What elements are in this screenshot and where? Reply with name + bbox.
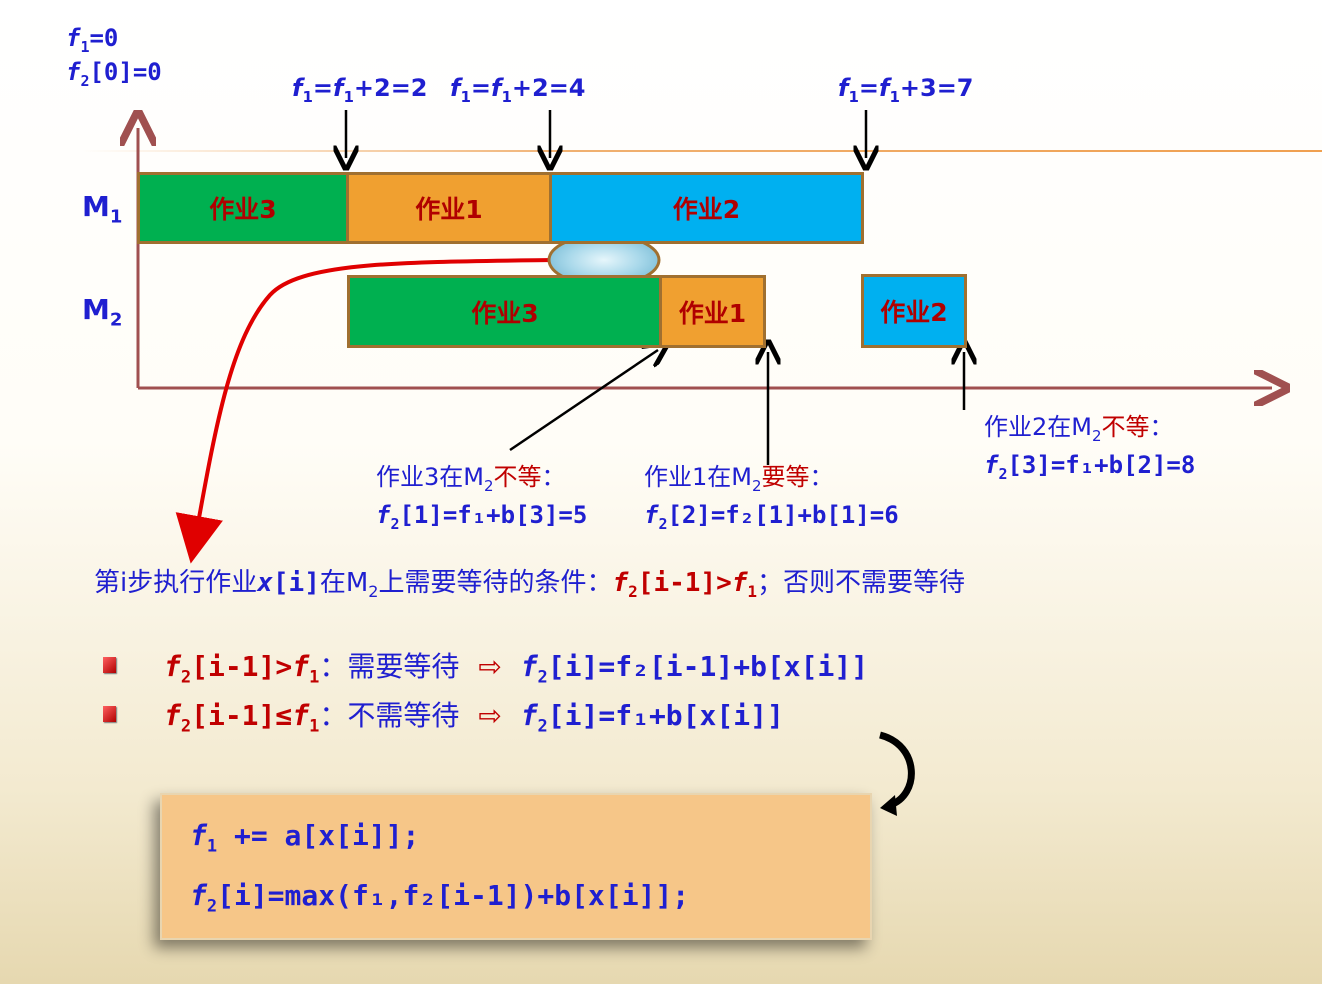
bullet-icon [103, 706, 116, 722]
note-job2: 作业2在M2不等： f2[3]=f₁+b[2]=8 [984, 413, 1196, 483]
m2-job2-bar: 作业2 [861, 274, 967, 348]
machine-label-m1: M1 [82, 190, 123, 228]
arrow-right-icon: ⇨ [478, 650, 502, 683]
event-label-1: f1=f1+2=2 [292, 74, 428, 106]
m1-job2-bar: 作业2 [549, 172, 864, 244]
event-label-3: f1=f1+3=7 [838, 74, 974, 106]
arrow-right-icon: ⇨ [478, 699, 502, 732]
note-job1: 作业1在M2要等： f2[2]=f₂[1]+b[1]=6 [644, 463, 899, 533]
top-guide-line [80, 150, 1322, 152]
init-f2: f2[0]=0 [66, 58, 162, 90]
note-job3: 作业3在M2不等： f2[1]=f₁+b[3]=5 [376, 463, 588, 533]
red-curve-arrow [175, 258, 553, 564]
curved-black-arrow [878, 731, 915, 809]
m1-job3-bar: 作业3 [137, 172, 349, 244]
bullet-icon [103, 657, 116, 673]
condition-sentence: 第i步执行作业x[i]在M2上需要等待的条件：f2[i-1]>f1；否则不需要等… [94, 568, 966, 602]
event-label-2: f1=f1+2=4 [450, 74, 586, 106]
machine-label-m2: M2 [82, 293, 123, 331]
code-box: f1 += a[x[i]]; f2[i]=max(f₁,f₂[i-1])+b[x… [160, 793, 872, 940]
rule-wait: f2[i-1]>f1：需要等待 ⇨ f2[i]=f₂[i-1]+b[x[i]] [164, 650, 869, 688]
m2-job1-bar: 作业1 [659, 275, 766, 348]
m1-job1-bar: 作业1 [346, 172, 552, 244]
m2-job3-bar: 作业3 [347, 275, 663, 348]
note-arrow-job3 [509, 350, 658, 452]
rule-no-wait: f2[i-1]≤f1：不需等待 ⇨ f2[i]=f₁+b[x[i]] [164, 699, 784, 737]
code-line-1: f1 += a[x[i]]; [190, 819, 420, 857]
init-f1: f1=0 [66, 24, 119, 56]
code-line-2: f2[i]=max(f₁,f₂[i-1])+b[x[i]]; [190, 879, 690, 917]
